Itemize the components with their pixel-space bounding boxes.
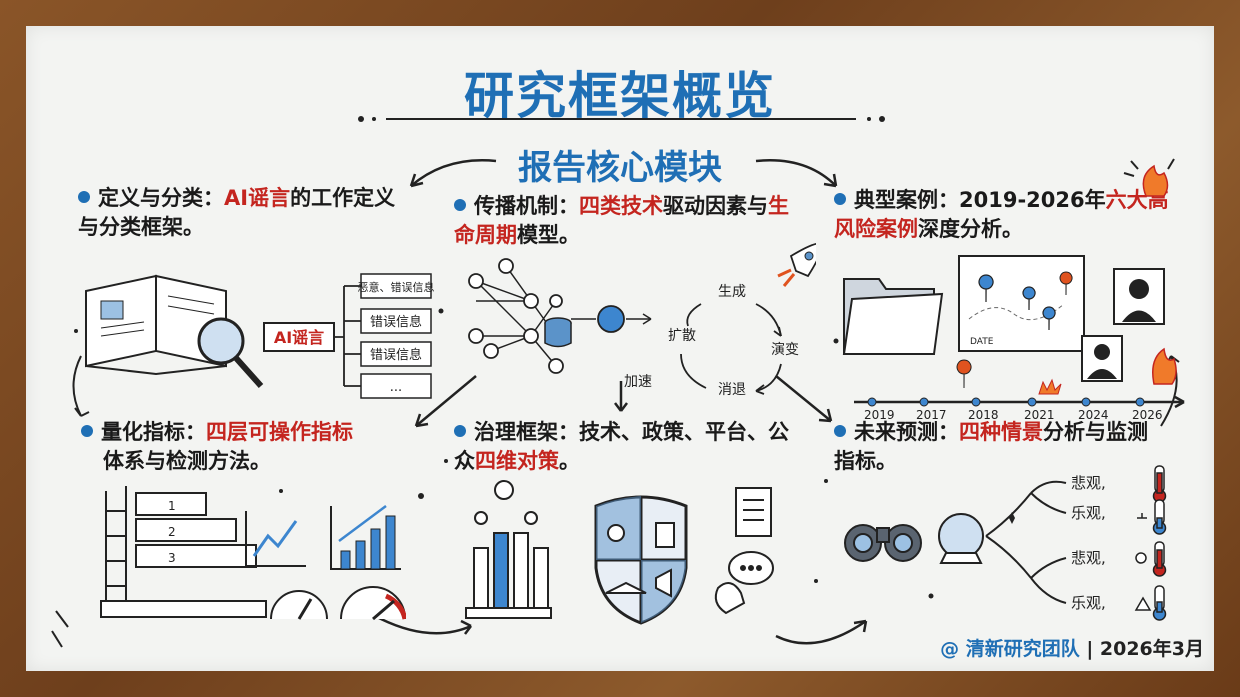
cases-timeline: DATE (842, 255, 1185, 409)
decorations (51, 116, 1180, 648)
bullet-dot (78, 191, 90, 203)
svg-text:DATE: DATE (970, 337, 994, 347)
svg-text:消退: 消退 (718, 382, 746, 398)
svg-text:2: 2 (168, 525, 176, 539)
warning-thermometer-icon (1134, 585, 1167, 621)
svg-text:2026: 2026 (1132, 408, 1163, 422)
timeline-labels: 2019 2017 2018 2021 2024 2026 (864, 408, 1163, 422)
report-date: | 2026年3月 (1086, 638, 1204, 660)
map-pin-icon (956, 359, 972, 389)
governance-illustration (465, 480, 774, 625)
footer: @ 清新研究团队 | 2026年3月 (934, 634, 1204, 661)
branch-label: 错误信息 (370, 314, 422, 330)
bullet-dot (454, 425, 466, 437)
svg-text:2019: 2019 (864, 408, 895, 422)
classification-diagram: AI谣言 恶意、错误信息 错误信息 错误信息 ... (85, 273, 435, 399)
pillars-icon (465, 480, 552, 619)
whiteboard: 研究框架概览 报告核心模块 (26, 26, 1214, 671)
svg-text:1: 1 (168, 499, 176, 513)
branch-label: 恶意、错误信息 (358, 280, 435, 294)
svg-text:2021: 2021 (1024, 408, 1055, 422)
forecast-illustration: 悲观, 乐观, 悲观, 乐观, (844, 465, 1167, 621)
ladder-icon (105, 486, 127, 601)
svg-text:演变: 演变 (771, 342, 799, 358)
crystal-ball-icon (938, 513, 984, 564)
module-forecast: 未来预测：四种情景分析与监测指标。 (834, 420, 1148, 473)
magnifier-icon (197, 317, 264, 388)
svg-text:2018: 2018 (968, 408, 999, 422)
lifecycle-diagram: 扩散 生成 演变 消退 加速 (468, 242, 816, 398)
svg-text:3: 3 (168, 551, 176, 565)
svg-text:生成: 生成 (718, 284, 746, 300)
bullet-dot (454, 199, 466, 211)
section-subtitle: 报告核心模块 (518, 148, 722, 188)
binoculars-icon (844, 524, 922, 562)
svg-text:扩散: 扩散 (668, 328, 696, 344)
burst-icon (1038, 378, 1062, 395)
thermometer-high-icon (1152, 465, 1167, 503)
bullet-dot (834, 193, 846, 205)
map-pin-icon (1059, 271, 1073, 296)
bullet-dot (834, 425, 846, 437)
module-definition: 定义与分类：AI谣言的工作定义与分类框架。 (78, 186, 396, 239)
speech-bubble-icon (714, 551, 774, 615)
core-node (597, 305, 625, 333)
metrics-illustration: 1 2 3 (100, 486, 406, 621)
svg-text:乐观,: 乐观, (1071, 594, 1106, 612)
map-pin-icon (978, 274, 1056, 331)
svg-text:加速: 加速 (624, 374, 652, 390)
branch-label: 错误信息 (370, 347, 422, 363)
svg-text:悲观,: 悲观, (1071, 549, 1106, 567)
classification-root: AI谣言 (274, 328, 324, 347)
module-metrics: 量化指标：四层可操作指标体系与检测方法。 (81, 418, 411, 476)
fire-icon (1152, 347, 1177, 385)
team-credit: @ 清新研究团队 (940, 638, 1080, 660)
shield-icon (594, 495, 688, 625)
folder-icon (842, 278, 944, 355)
branch-label: ... (390, 380, 402, 395)
svg-text:2017: 2017 (916, 408, 947, 422)
fire-icon (1123, 158, 1175, 197)
module-governance: 治理框架：技术、政策、平台、公众四维对策。 (454, 420, 789, 473)
gauge-icon (270, 590, 328, 620)
line-chart-icon (245, 511, 306, 567)
module-propagation: 传播机制：四类技术驱动因素与生命周期模型。 (454, 194, 789, 247)
svg-text:悲观,: 悲观, (1071, 474, 1106, 492)
rocket-icon (777, 242, 816, 287)
database-icon (544, 317, 572, 348)
gauge-icon (340, 586, 406, 621)
bullet-dot (81, 425, 93, 437)
thermometer-low-icon (1137, 499, 1167, 535)
ruler-stack (100, 492, 267, 618)
module-cases: 典型案例：2019-2026年六大高风险案例深度分析。 (834, 188, 1169, 241)
svg-text:乐观,: 乐观, (1071, 504, 1106, 522)
bar-chart-icon (330, 504, 401, 570)
scroll-icon (735, 487, 772, 537)
sun-thermometer-icon (1135, 541, 1167, 577)
page-title: 研究框架概览 (464, 67, 776, 125)
case-map (958, 255, 1085, 352)
svg-text:2024: 2024 (1078, 408, 1109, 422)
network-nodes (468, 258, 564, 374)
